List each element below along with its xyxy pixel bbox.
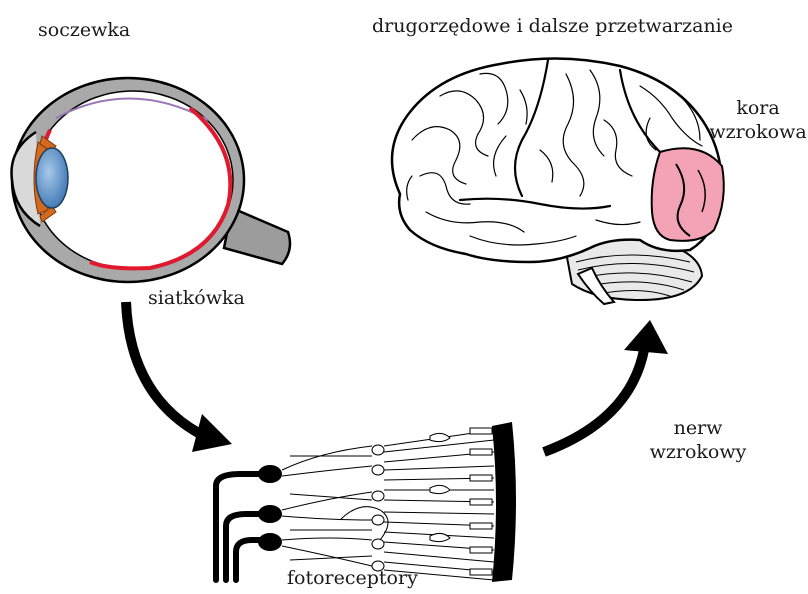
- arrow-eye-to-photoreceptors: [126, 302, 208, 438]
- arrow-photoreceptors-to-brain: [544, 350, 644, 452]
- eye-illustration: [12, 78, 291, 282]
- flow-arrows: [126, 302, 668, 452]
- arrow-photoreceptors-to-brain-head: [624, 320, 668, 354]
- arrow-eye-to-photoreceptors-head: [192, 414, 232, 452]
- eye-lens: [36, 148, 68, 208]
- brain-visual-cortex: [652, 148, 724, 241]
- retina-pigment-layer: [492, 422, 516, 582]
- brain-illustration: [392, 58, 724, 304]
- photoreceptors-illustration: [216, 422, 516, 582]
